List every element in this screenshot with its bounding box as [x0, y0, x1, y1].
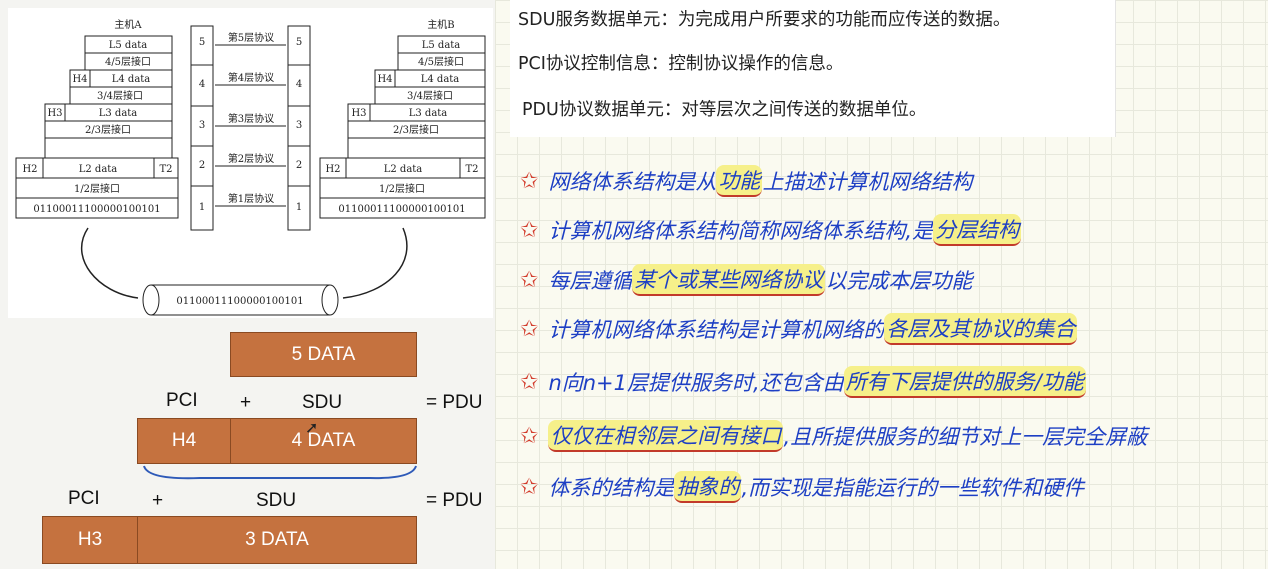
b-l3: L3 data	[409, 108, 448, 119]
layer-4-right: 4	[296, 79, 302, 90]
note-4-highlight: 各层及其协议的集合	[884, 313, 1078, 345]
protocol-1: 第1层协议	[228, 192, 274, 205]
h3-box: H3	[42, 516, 138, 564]
a-34: 3/4层接口	[97, 89, 143, 102]
note-2-highlight: 分层结构	[933, 214, 1022, 246]
protocol-2: 第2层协议	[228, 152, 274, 165]
star-icon: ✩	[520, 267, 539, 293]
pci-label-1: PCI	[166, 390, 198, 411]
star-icon: ✩	[520, 168, 539, 194]
protocol-3: 第3层协议	[228, 112, 274, 125]
a-bits: 0110001110000010010​1	[33, 204, 160, 215]
h4-box: H4	[137, 418, 231, 464]
note-2-pre: 计算机网络体系结构简称网络体系结构,是	[548, 219, 934, 243]
four-data-box: 4 DATA	[230, 418, 417, 464]
note-7-highlight: 抽象的	[674, 471, 742, 503]
note-4-pre: 计算机网络体系结构是计算机网络的	[548, 318, 885, 342]
layer-3-left: 3	[199, 120, 205, 131]
note-3-pre: 每层遵循	[548, 269, 633, 293]
five-data-box: 5 DATA	[230, 332, 417, 377]
layer-1-right: 1	[296, 202, 302, 213]
a-12: 1/2层接口	[74, 182, 120, 195]
b-34: 3/4层接口	[407, 89, 453, 102]
note-3-post: 以完成本层功能	[825, 269, 973, 293]
star-icon: ✩	[520, 474, 539, 500]
note-1: ✩ 网络体系结构是从 功能 上描述计算机网络结构	[520, 164, 972, 198]
note-1-post: 上描述计算机网络结构	[762, 170, 973, 194]
plus-label-1: +	[240, 392, 252, 413]
a-l4: L4 data	[112, 74, 151, 85]
layer-2-left: 2	[199, 160, 205, 171]
b-23: 2/3层接口	[393, 123, 439, 136]
star-icon: ✩	[520, 316, 539, 342]
plus-label-2: +	[152, 490, 164, 511]
sdu-label-1: SDU	[302, 392, 343, 413]
layered-architecture-diagram: 主机A 主机B L5 data 4/5层接口 H4 L4 data 3/4层接口…	[8, 8, 493, 318]
b-bits: 0110001110000010010​1	[338, 204, 465, 215]
note-5-highlight: 所有下层提供的服务/功能	[843, 366, 1086, 398]
layer-4-left: 4	[199, 79, 205, 90]
pipe-bits: 0110001110000010010​1	[176, 296, 303, 307]
a-l3: L3 data	[99, 108, 138, 119]
pdu-label-2: = PDU	[426, 490, 483, 511]
b-t2: T2	[465, 164, 478, 175]
three-data-box: 3 DATA	[137, 516, 417, 564]
host-a-label: 主机A	[114, 18, 142, 31]
b-l5: L5 data	[422, 40, 461, 51]
note-6-post: ,且所提供服务的细节对上一层完全屏蔽	[783, 425, 1148, 449]
layer-5-left: 5	[199, 37, 205, 48]
a-h2: H2	[22, 164, 37, 175]
a-h3: H3	[47, 108, 62, 119]
sdu-definition: SDU服务数据单元：为完成用户所要求的功能而应传送的数据。	[518, 10, 1011, 30]
brace-underline	[143, 465, 417, 480]
note-7-pre: 体系的结构是	[548, 476, 675, 500]
b-12: 1/2层接口	[379, 182, 425, 195]
a-l5: L5 data	[109, 40, 148, 51]
note-3-highlight: 某个或某些网络协议	[632, 264, 826, 296]
note-5-pre: n向n+1层提供服务时,还包含由	[548, 371, 844, 395]
pci-definition: PCI协议控制信息：控制协议操作的信息。	[518, 54, 844, 74]
a-l2: L2 data	[79, 164, 118, 175]
layer-1-left: 1	[199, 202, 205, 213]
note-6: ✩ 仅仅在相邻层之间有接口 ,且所提供服务的细节对上一层完全屏蔽	[520, 419, 1147, 453]
pdu-definition: PDU协议数据单元：对等层次之间传送的数据单位。	[522, 100, 927, 120]
protocol-4: 第4层协议	[228, 71, 274, 84]
note-1-highlight: 功能	[716, 165, 763, 197]
sdu-label-2: SDU	[256, 490, 297, 511]
layer-2-right: 2	[296, 160, 302, 171]
layer-5-right: 5	[296, 37, 302, 48]
note-3: ✩ 每层遵循 某个或某些网络协议 以完成本层功能	[520, 263, 972, 297]
a-45: 4/5层接口	[105, 55, 151, 68]
star-icon: ✩	[520, 369, 539, 395]
b-h2: H2	[325, 164, 340, 175]
a-t2: T2	[159, 164, 172, 175]
note-4: ✩ 计算机网络体系结构是计算机网络的 各层及其协议的集合	[520, 312, 1078, 346]
note-7-post: ,而实现是指能运行的一些软件和硬件	[741, 476, 1085, 500]
b-45: 4/5层接口	[418, 55, 464, 68]
layer-3-right: 3	[296, 120, 302, 131]
host-b-label: 主机B	[427, 18, 454, 31]
note-2: ✩ 计算机网络体系结构简称网络体系结构,是 分层结构	[520, 213, 1022, 247]
protocol-5: 第5层协议	[228, 31, 274, 44]
mouse-cursor-icon: ➚	[305, 418, 319, 437]
a-23: 2/3层接口	[85, 123, 131, 136]
pci-label-2: PCI	[68, 488, 100, 509]
pdu-label-1: = PDU	[426, 392, 483, 413]
b-h4: H4	[377, 74, 392, 85]
b-l4: L4 data	[421, 74, 460, 85]
note-1-pre: 网络体系结构是从	[548, 170, 717, 194]
definitions-panel: SDU服务数据单元：为完成用户所要求的功能而应传送的数据。 PCI协议控制信息：…	[510, 0, 1116, 137]
a-h4: H4	[72, 74, 87, 85]
note-7: ✩ 体系的结构是 抽象的 ,而实现是指能运行的一些软件和硬件	[520, 470, 1084, 504]
b-h3: H3	[351, 108, 366, 119]
note-5: ✩ n向n+1层提供服务时,还包含由 所有下层提供的服务/功能	[520, 365, 1086, 399]
star-icon: ✩	[520, 423, 539, 449]
b-l2: L2 data	[384, 164, 423, 175]
note-6-highlight: 仅仅在相邻层之间有接口	[548, 420, 784, 452]
star-icon: ✩	[520, 217, 539, 243]
